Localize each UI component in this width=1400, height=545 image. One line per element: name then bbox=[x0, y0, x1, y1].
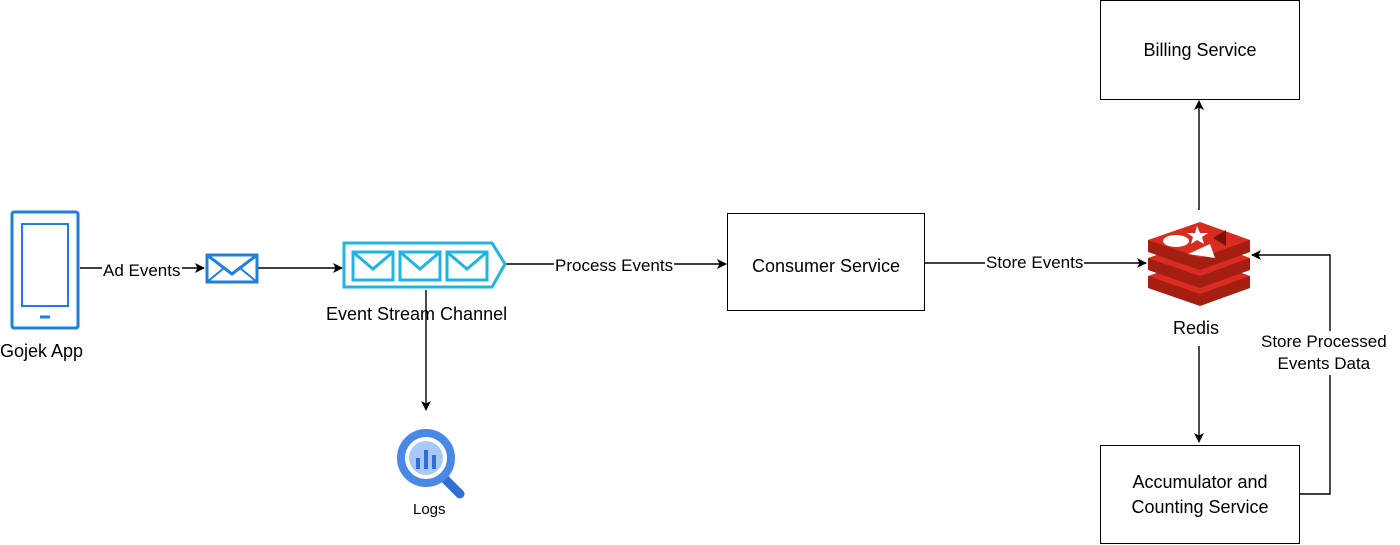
billing-service-label: Billing Service bbox=[1143, 39, 1257, 60]
process-events-label: Process Events bbox=[554, 256, 675, 275]
store-processed-line2: Events Data bbox=[1277, 354, 1371, 374]
bigquery-icon bbox=[397, 429, 465, 499]
mobile-phone-icon bbox=[10, 210, 80, 330]
consumer-service-label: Consumer Service bbox=[751, 256, 901, 276]
accumulator-label-line1: Accumulator and bbox=[1132, 472, 1268, 493]
ad-events-label: Ad Events bbox=[102, 261, 182, 280]
store-processed-label: Store Processed Events Data bbox=[1260, 331, 1388, 376]
queue-envelope-1 bbox=[351, 250, 395, 282]
consumer-service-box[interactable]: Consumer Service bbox=[727, 213, 925, 311]
envelope-icon bbox=[205, 253, 259, 284]
event-stream-label: Event Stream Channel bbox=[326, 304, 508, 324]
queue-envelope-3 bbox=[445, 250, 489, 282]
store-events-label: Store Events bbox=[985, 253, 1085, 272]
gojek-app-label: Gojek App bbox=[0, 341, 84, 361]
accumulator-label-line2: Counting Service bbox=[1131, 496, 1269, 517]
logs-label: Logs bbox=[413, 501, 446, 518]
redis-label: Redis bbox=[1173, 318, 1220, 338]
queue-envelope-2 bbox=[398, 250, 442, 282]
redis-icon bbox=[1148, 222, 1250, 306]
billing-service-box[interactable]: Billing Service bbox=[1100, 0, 1300, 100]
accumulator-service-box[interactable]: Accumulator and Counting Service bbox=[1100, 445, 1300, 544]
store-processed-line1: Store Processed bbox=[1261, 332, 1387, 351]
message-queue-icon bbox=[342, 241, 507, 289]
